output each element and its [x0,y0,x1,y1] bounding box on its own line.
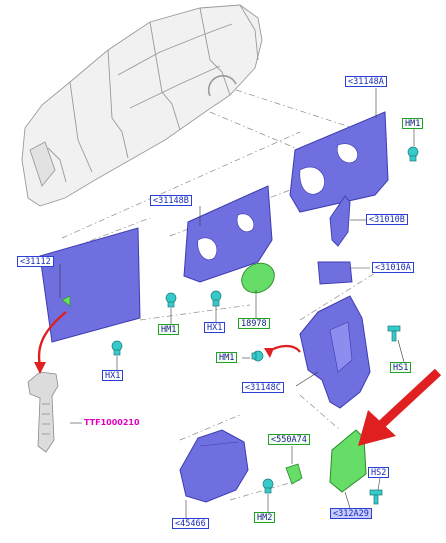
fastener-hx1-low [111,340,123,356]
label-31010A: <31010A [372,262,414,273]
fastener-clips [111,146,419,505]
red-curved-arrow-mid [264,344,301,358]
label-hx1-mid: HX1 [204,322,226,333]
label-hs1: HS1 [390,362,412,373]
label-312A29: <312A29 [330,508,372,519]
leader-lines [59,88,415,518]
red-curved-arrow-left [34,311,67,374]
fastener-hm2 [262,478,274,494]
red-pointer-arrow [358,368,442,446]
label-550A74: <550A74 [268,434,310,445]
middle-trim-panel [183,185,273,283]
lower-bracket [317,261,353,285]
upper-bracket [329,195,351,247]
label-hm1-top: HM1 [402,118,424,129]
pillar-detail [27,371,59,453]
label-hm1-left: HM1 [216,352,238,363]
label-hs2: HS2 [368,467,390,478]
label-hm2: HM2 [254,512,276,523]
label-31148B: <31148B [150,195,192,206]
fastener-hm1-top [407,146,419,162]
fastener-hs1 [387,325,401,342]
van-body-shell [21,4,263,207]
label-31010B: <31010B [366,214,408,225]
label-31148C: <31148C [242,382,284,393]
wheel-arch-cover [179,429,249,503]
label-31112: <31112 [17,256,54,267]
label-hm1-mid: HM1 [158,324,180,335]
side-wall-panel [39,227,141,343]
fastener-hx1-mid [210,290,222,307]
access-cover-part [329,429,367,493]
fastener-hm1-mid [165,292,177,308]
label-hx1-low: HX1 [102,370,124,381]
label-45466: <45466 [172,518,209,529]
label-18978: 18978 [238,318,270,329]
clip-part [285,463,303,485]
upper-rear-trim-panel [289,111,389,213]
fastener-hm1-left [251,350,264,362]
label-31148A: <31148A [345,76,387,87]
pillar-trim-panel [299,295,371,409]
round-cover-part [241,262,275,294]
label-ttf1000210: TTF1000210 [84,418,140,427]
fastener-hs2 [369,489,383,505]
